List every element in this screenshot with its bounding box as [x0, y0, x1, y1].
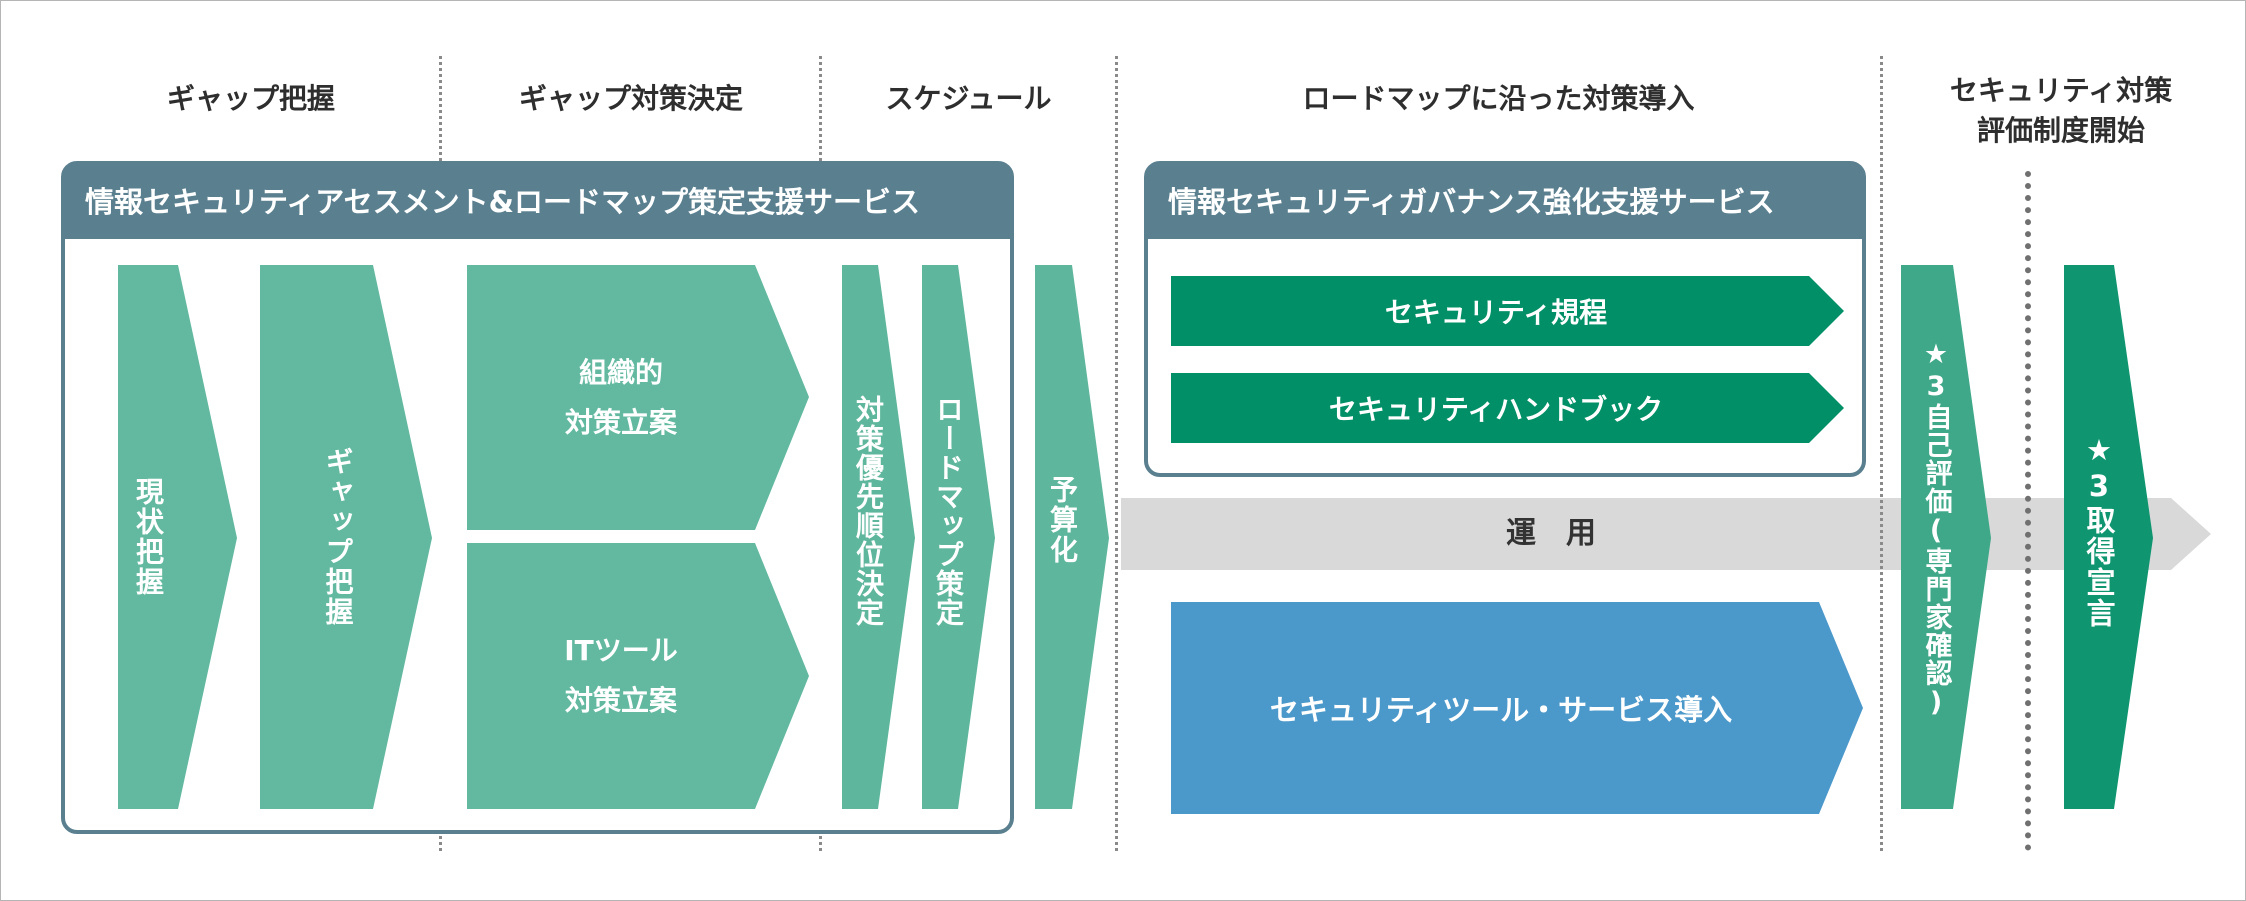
- operation-label: 運 用: [1506, 516, 1596, 551]
- step-organizational-plan: 組織的 対策立案: [467, 265, 775, 530]
- step-current-state-label: 現状把握: [132, 477, 165, 597]
- step-gap-grasp-label: ギャップ把握: [321, 447, 355, 627]
- step-security-rules: セキュリティ規程: [1171, 276, 1821, 346]
- phase-gap-grasp: ギャップ把握: [166, 82, 335, 115]
- step-it-tool-plan-line-2: 対策立案: [564, 684, 677, 717]
- phase-evaluation-line-2: 評価制度開始: [1976, 114, 2145, 147]
- shape-budget: [1035, 265, 1109, 809]
- shape-tool-introduction: [1171, 602, 1863, 814]
- shape-self-evaluation: [1901, 265, 1991, 809]
- step-organizational-plan-line-2: 対策立案: [564, 405, 677, 439]
- phase-divider-4: [1880, 56, 1883, 851]
- step-tool-introduction-label: セキュリティツール・サービス導入: [1269, 693, 1733, 727]
- phase-evaluation-line-1: セキュリティ対策: [1949, 74, 2173, 107]
- shape-gap-grasp: [260, 265, 432, 809]
- step-budget: 予算化: [1035, 265, 1089, 809]
- step-self-evaluation: ★3自己評価(専門家確認): [1901, 265, 1971, 809]
- step-security-rules-label: セキュリティ規程: [1384, 296, 1608, 329]
- shape-security-rules: [1171, 276, 1844, 346]
- step-budget-label: 予算化: [1046, 475, 1079, 565]
- step-declaration-label: ★3取得宣言: [2082, 433, 2116, 629]
- step-current-state: 現状把握: [118, 265, 178, 809]
- assessment-roadmap-service-title: 情報セキュリティアセスメント&ロードマップ策定支援サービス: [65, 165, 1010, 239]
- shape-priority: [842, 265, 915, 809]
- phase-roadmap-implementation: ロードマップに沿った対策導入: [1302, 82, 1695, 115]
- step-gap-grasp: ギャップ把握: [260, 265, 415, 809]
- step-security-handbook-label: セキュリティハンドブック: [1328, 393, 1664, 426]
- step-priority: 対策優先順位決定: [842, 265, 894, 809]
- shape-organizational-plan: [467, 265, 809, 530]
- step-roadmap: ロードマップ策定: [922, 265, 974, 809]
- phase-gap-measures: ギャップ対策決定: [518, 82, 743, 115]
- step-declaration: ★3取得宣言: [2064, 265, 2134, 809]
- shape-it-tool-plan: [467, 543, 809, 809]
- shape-declaration: [2064, 265, 2153, 809]
- step-organizational-plan-line-1: 組織的: [578, 355, 663, 389]
- step-it-tool-plan-line-1: ITツール: [564, 634, 678, 667]
- phase-divider-evaluation: [2025, 171, 2031, 851]
- phase-divider-3: [1115, 56, 1118, 851]
- shape-roadmap: [922, 265, 995, 809]
- governance-service-title: 情報セキュリティガバナンス強化支援サービス: [1148, 165, 1862, 239]
- phase-evaluation-start: セキュリティ対策 評価制度開始: [1881, 71, 2241, 151]
- shape-current-state: [118, 265, 237, 809]
- step-tool-introduction: セキュリティツール・サービス導入: [1171, 602, 1831, 814]
- phase-schedule: スケジュール: [885, 82, 1052, 115]
- step-security-handbook: セキュリティハンドブック: [1171, 373, 1821, 443]
- step-self-evaluation-label: ★3自己評価(専門家確認): [1920, 339, 1952, 719]
- step-it-tool-plan: ITツール 対策立案: [467, 543, 775, 809]
- step-roadmap-label: ロードマップ策定: [932, 395, 965, 627]
- step-priority-label: 対策優先順位決定: [852, 395, 885, 627]
- shape-security-handbook: [1171, 373, 1844, 443]
